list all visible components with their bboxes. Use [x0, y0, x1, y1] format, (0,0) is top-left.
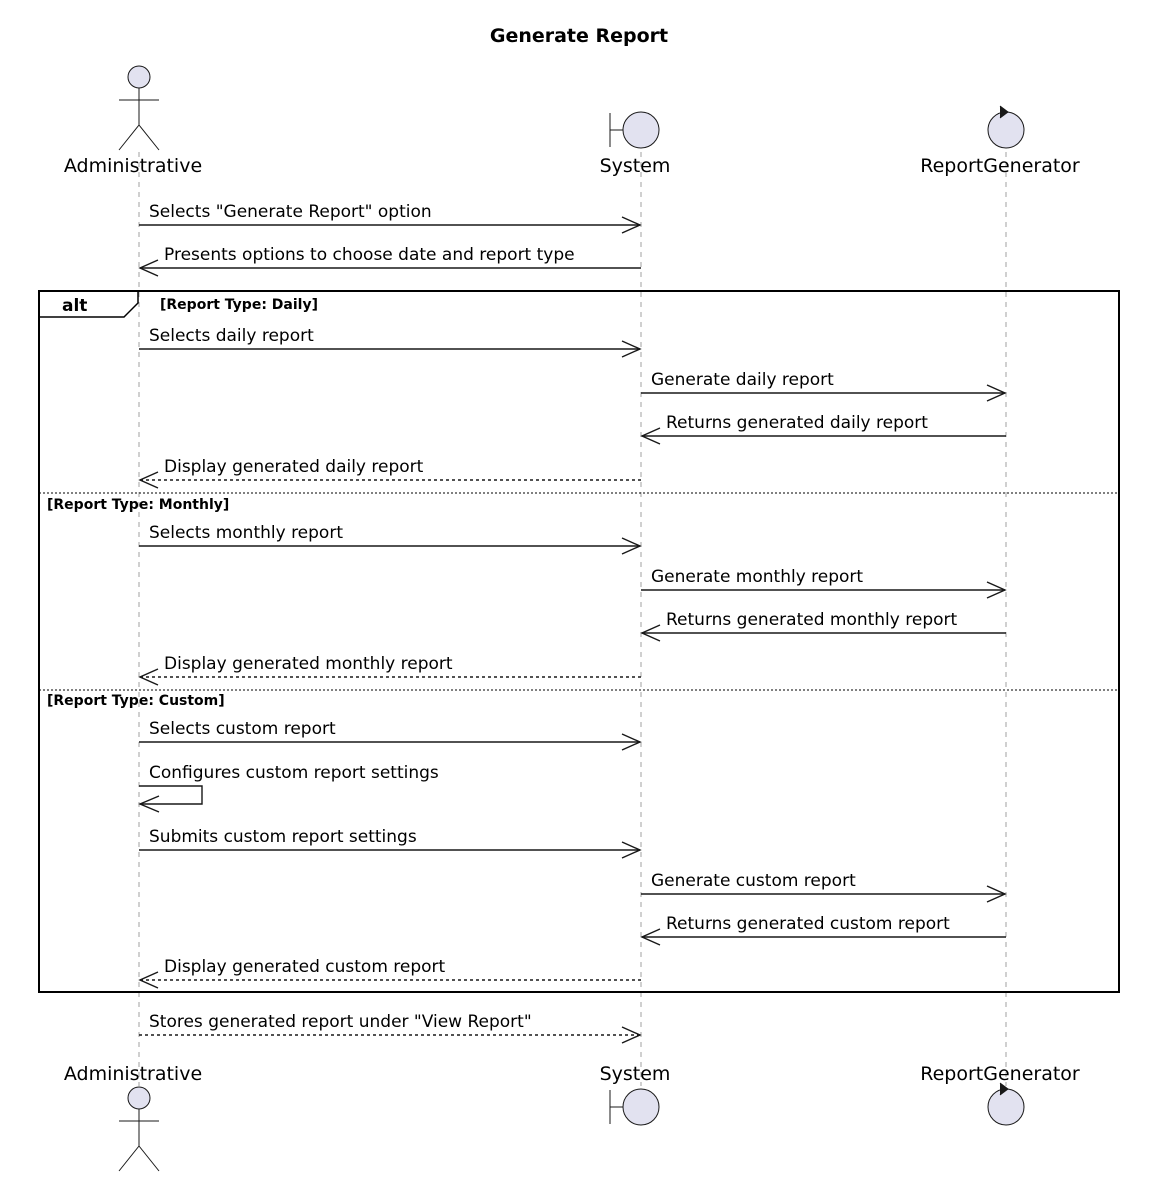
- arrowhead-icon: [621, 841, 642, 859]
- message-8: Generate monthly report: [641, 567, 1007, 599]
- message-15: Returns generated custom report: [640, 914, 1006, 946]
- participant-admin-top: Administrative: [64, 65, 202, 177]
- message-label: Submits custom report settings: [149, 827, 417, 847]
- arrowhead-icon: [138, 471, 159, 489]
- alt-tab: [39, 291, 139, 318]
- message-label: Generate custom report: [651, 871, 856, 891]
- message-label: Generate daily report: [651, 370, 834, 390]
- participant-label: System: [600, 155, 671, 177]
- message-label: Selects daily report: [149, 326, 314, 346]
- arrowhead-icon: [138, 668, 159, 686]
- alt-fragment: alt [Report Type: Daily] [Report Type: M…: [38, 290, 1120, 993]
- message-label: Display generated daily report: [164, 457, 424, 477]
- arrowhead-icon: [621, 340, 642, 358]
- alt-frame: [38, 290, 1120, 993]
- arrowhead-icon: [640, 928, 661, 946]
- alt-condition-custom: [Report Type: Custom]: [47, 693, 225, 709]
- arrowhead-icon: [621, 1026, 642, 1044]
- message-10: Display generated monthly report: [138, 654, 641, 686]
- message-13: Submits custom report settings: [139, 827, 642, 859]
- arrowhead-icon: [138, 971, 159, 989]
- message-9: Returns generated monthly report: [640, 610, 1006, 642]
- message-label: Display generated monthly report: [164, 654, 453, 674]
- arrowhead-icon: [621, 537, 642, 555]
- message-3: Selects daily report: [139, 326, 642, 358]
- system-circle-icon: [622, 1088, 660, 1126]
- participant-generator-bottom: ReportGenerator: [920, 1063, 1080, 1126]
- message-line: [139, 785, 203, 805]
- message-label: Selects "Generate Report" option: [149, 202, 432, 222]
- message-label: Returns generated monthly report: [666, 610, 958, 630]
- generator-arrowhead-icon: [999, 1082, 1009, 1096]
- message-14: Generate custom report: [641, 871, 1007, 903]
- participant-system-top: System: [600, 111, 671, 177]
- participant-label: Administrative: [64, 1063, 202, 1085]
- message-label: Returns generated daily report: [666, 413, 928, 433]
- message-1: Selects "Generate Report" option: [139, 202, 642, 234]
- generator-arrowhead-icon: [999, 105, 1009, 119]
- admin-head-icon: [127, 1086, 151, 1110]
- arrowhead-icon: [640, 427, 661, 445]
- message-11: Selects custom report: [139, 719, 642, 751]
- admin-head-icon: [127, 65, 151, 89]
- generator-circle-icon: [987, 1088, 1025, 1126]
- message-label: Returns generated custom report: [666, 914, 950, 934]
- arrowhead-icon: [138, 795, 160, 813]
- message-2: Presents options to choose date and repo…: [138, 245, 641, 277]
- message-12: Configures custom report settings: [138, 763, 439, 813]
- message-16: Display generated custom report: [138, 957, 641, 989]
- participant-system-bottom: System: [600, 1063, 671, 1126]
- arrowhead-icon: [986, 581, 1007, 599]
- participant-label: ReportGenerator: [920, 1063, 1080, 1085]
- arrowhead-icon: [986, 384, 1007, 402]
- arrowhead-icon: [640, 624, 661, 642]
- alt-keyword: alt: [62, 296, 87, 316]
- message-6: Display generated daily report: [138, 457, 641, 489]
- system-bar-icon: [609, 113, 623, 147]
- admin-body-icon: [118, 88, 160, 151]
- message-17: Stores generated report under "View Repo…: [139, 1012, 642, 1044]
- participant-label: Administrative: [64, 155, 202, 177]
- participant-label: ReportGenerator: [920, 155, 1080, 177]
- participant-generator-top: ReportGenerator: [920, 105, 1080, 177]
- message-7: Selects monthly report: [139, 523, 642, 555]
- message-label: Selects monthly report: [149, 523, 343, 543]
- message-label: Selects custom report: [149, 719, 336, 739]
- system-circle-icon: [622, 111, 660, 149]
- message-5: Returns generated daily report: [640, 413, 1006, 445]
- message-label: Stores generated report under "View Repo…: [149, 1012, 532, 1032]
- message-4: Generate daily report: [641, 370, 1007, 402]
- message-label: Display generated custom report: [164, 957, 446, 977]
- system-bar-icon: [609, 1090, 623, 1124]
- arrowhead-icon: [138, 259, 159, 277]
- participant-admin-bottom: Administrative: [64, 1063, 202, 1172]
- generator-circle-icon: [987, 111, 1025, 149]
- message-label: Presents options to choose date and repo…: [164, 245, 575, 265]
- diagram-title: Generate Report: [490, 25, 668, 47]
- participant-label: System: [600, 1063, 671, 1085]
- arrowhead-icon: [621, 733, 642, 751]
- message-label: Configures custom report settings: [149, 763, 439, 783]
- admin-body-icon: [118, 1109, 160, 1172]
- arrowhead-icon: [621, 216, 642, 234]
- message-label: Generate monthly report: [651, 567, 863, 587]
- alt-condition-monthly: [Report Type: Monthly]: [47, 497, 229, 513]
- alt-condition-daily: [Report Type: Daily]: [160, 297, 318, 313]
- arrowhead-icon: [986, 885, 1007, 903]
